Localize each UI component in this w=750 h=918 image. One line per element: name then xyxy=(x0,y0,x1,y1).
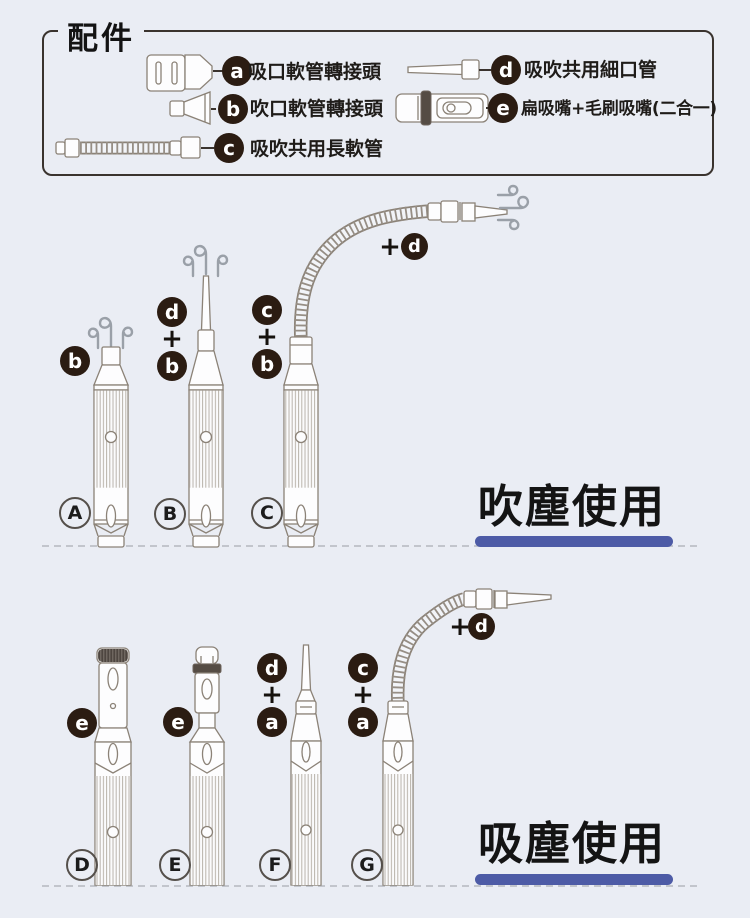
device-letter-g: G xyxy=(351,849,383,881)
plus-sign: + xyxy=(161,324,183,354)
badge-d: d xyxy=(491,55,521,85)
plus-sign: + xyxy=(256,322,278,352)
combo-c-badge-c: c xyxy=(252,295,282,325)
device-letter-a: A xyxy=(59,497,91,529)
device-letter-e: E xyxy=(159,849,191,881)
blow-title-underline xyxy=(475,536,673,547)
wind-puff-icon xyxy=(496,184,530,231)
badge-b: b xyxy=(218,94,248,124)
badge-c: c xyxy=(214,133,244,163)
suction-section-title: 吸塵使用 xyxy=(478,817,667,870)
suction-title-underline xyxy=(475,874,673,885)
combo-a-badge-b: b xyxy=(60,346,90,376)
hose-badge-d: d xyxy=(401,233,428,260)
accessory-label-b: 吹口軟管轉接頭 xyxy=(250,98,384,120)
plus-sign: + xyxy=(379,232,401,262)
blow-section-title: 吹塵使用 xyxy=(478,480,667,533)
accessory-label-a: 吸口軟管轉接頭 xyxy=(248,61,382,83)
device-letter-f: F xyxy=(259,849,291,881)
accessory-label-d: 吸吹共用細口管 xyxy=(524,59,658,81)
wind-puff-icon xyxy=(182,244,229,278)
accessories-title: 配件 xyxy=(58,13,144,58)
device-a-illustration xyxy=(87,316,134,548)
device-letter-c: C xyxy=(251,497,283,529)
badge-e: e xyxy=(488,93,518,123)
combo-c-badge-b: b xyxy=(252,349,282,379)
accessory-label-c: 吸吹共用長軟管 xyxy=(250,138,384,160)
wind-puff-icon xyxy=(87,316,134,350)
accessory-label-e: 扁吸嘴+毛刷吸嘴(二合一) xyxy=(521,99,717,119)
combo-d-badge-e: e xyxy=(67,708,97,738)
combo-g-badge-a: a xyxy=(348,707,378,737)
combo-b-badge-d: d xyxy=(157,297,187,327)
combo-g-badge-c: c xyxy=(348,653,378,683)
hose-badge-d: d xyxy=(468,613,495,640)
plus-sign: + xyxy=(449,612,471,642)
combo-f-badge-a: a xyxy=(257,707,287,737)
badge-a: a xyxy=(222,56,252,86)
plus-sign: + xyxy=(352,680,374,710)
device-f-illustration xyxy=(290,644,322,886)
combo-b-badge-b: b xyxy=(157,351,187,381)
combo-f-badge-d: d xyxy=(257,653,287,683)
flex-hose-suction xyxy=(390,588,552,705)
flex-hose-blow xyxy=(293,184,530,343)
plus-sign: + xyxy=(261,680,283,710)
device-d-illustration xyxy=(94,647,132,886)
device-b-illustration xyxy=(182,244,229,548)
accessories-box xyxy=(42,30,714,176)
device-letter-d: D xyxy=(66,849,98,881)
device-e-illustration xyxy=(188,646,226,886)
combo-e-badge-e: e xyxy=(163,707,193,737)
device-letter-b: B xyxy=(154,498,186,530)
